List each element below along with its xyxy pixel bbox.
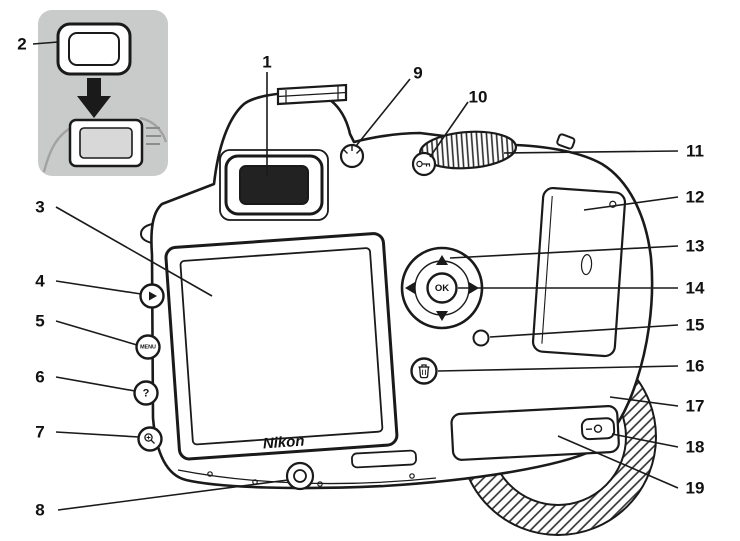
diopter-control [339,143,365,169]
inset-body-hint-right [139,116,168,143]
callout-7: 7 [35,423,44,442]
leader-line-13 [449,245,679,259]
callout-1: 1 [262,53,271,72]
eyepiece-window [239,165,309,205]
callout-8: 8 [35,501,44,520]
help-icon: ? [143,388,150,400]
leader-line-9 [355,78,411,147]
ok-button-label: OK [435,283,449,294]
callout-14: 14 [686,279,705,298]
leader-line-11 [503,150,679,154]
callout-3: 3 [35,198,44,217]
leader-line-16 [437,365,679,372]
zoom-in-button [137,426,163,452]
card-cover-screw [609,200,617,208]
leader-lines [32,41,679,511]
card-access-lamp [472,329,490,347]
leader-line-4 [55,280,142,295]
callout-18: 18 [686,438,705,457]
hot-shoe [276,83,348,106]
viewfinder-eyepiece [219,149,329,221]
tripod-socket [285,461,315,491]
arrow-up-icon [436,255,448,265]
arrow-down-icon [436,311,448,321]
baseplate-screw [409,473,415,479]
memory-card-cover [531,186,627,358]
callout-5: 5 [35,312,44,331]
callout-11: 11 [686,142,704,161]
attach-arrow-icon [77,78,111,118]
ok-button: OK [426,272,458,304]
playback-icon [149,291,157,301]
inset-eyepiece-slot [79,127,133,159]
leader-line-10 [429,101,469,158]
multi-selector: OK [400,246,484,330]
battery-latch [580,417,616,441]
leader-line-18 [611,433,679,448]
leader-line-8 [57,479,289,511]
arrow-left-icon [405,282,415,294]
callout-17: 17 [686,397,705,416]
playback-button [139,283,165,309]
callout-12: 12 [686,188,705,207]
ael-afl-icon [416,160,431,168]
callout-15: 15 [686,316,705,335]
baseplate-screw [207,471,213,477]
leader-line-7 [55,431,140,438]
callout-2: 2 [17,35,26,54]
callout-10: 10 [469,88,488,107]
menu-button: MENU [135,334,161,360]
delete-icon [418,364,430,379]
callout-9: 9 [413,64,422,83]
callout-6: 6 [35,368,44,387]
callout-4: 4 [35,272,45,291]
leader-line-19 [557,435,679,489]
baseplate-screw [317,481,323,487]
lcd-monitor [164,232,399,461]
leader-line-3 [55,206,213,297]
leader-line-2 [32,41,59,45]
callout-19: 19 [686,479,705,498]
battery-door [450,405,620,461]
lcd-screen [179,247,384,446]
menu-button-label: MENU [140,345,156,351]
magnifier-plus-icon [144,433,155,444]
leader-line-15 [489,324,679,338]
brand-logo: Nikon [262,433,305,453]
delete-button [410,357,438,385]
card-cover-seam [541,195,553,344]
callout-16: 16 [686,357,705,376]
strap-eyelet-right [556,133,576,150]
inset-diopter-lines [146,127,161,145]
card-cover-emblem [580,253,593,276]
eyecup-inner [68,32,120,66]
callout-13: 13 [686,237,705,256]
battery-door-hinge [351,449,417,469]
leader-line-5 [55,320,138,346]
help-button: ? [133,380,159,406]
eyecup [56,22,132,76]
leader-line-12 [583,196,679,211]
callout-numbers: 1 2 3 4 5 6 7 8 9 10 11 12 13 14 15 16 1… [17,35,705,520]
leader-line-6 [55,376,136,392]
strap-eyelet-left [139,223,153,244]
ael-afl-button [411,151,437,177]
leader-line-17 [609,396,679,407]
inset-eyecup [38,10,168,176]
